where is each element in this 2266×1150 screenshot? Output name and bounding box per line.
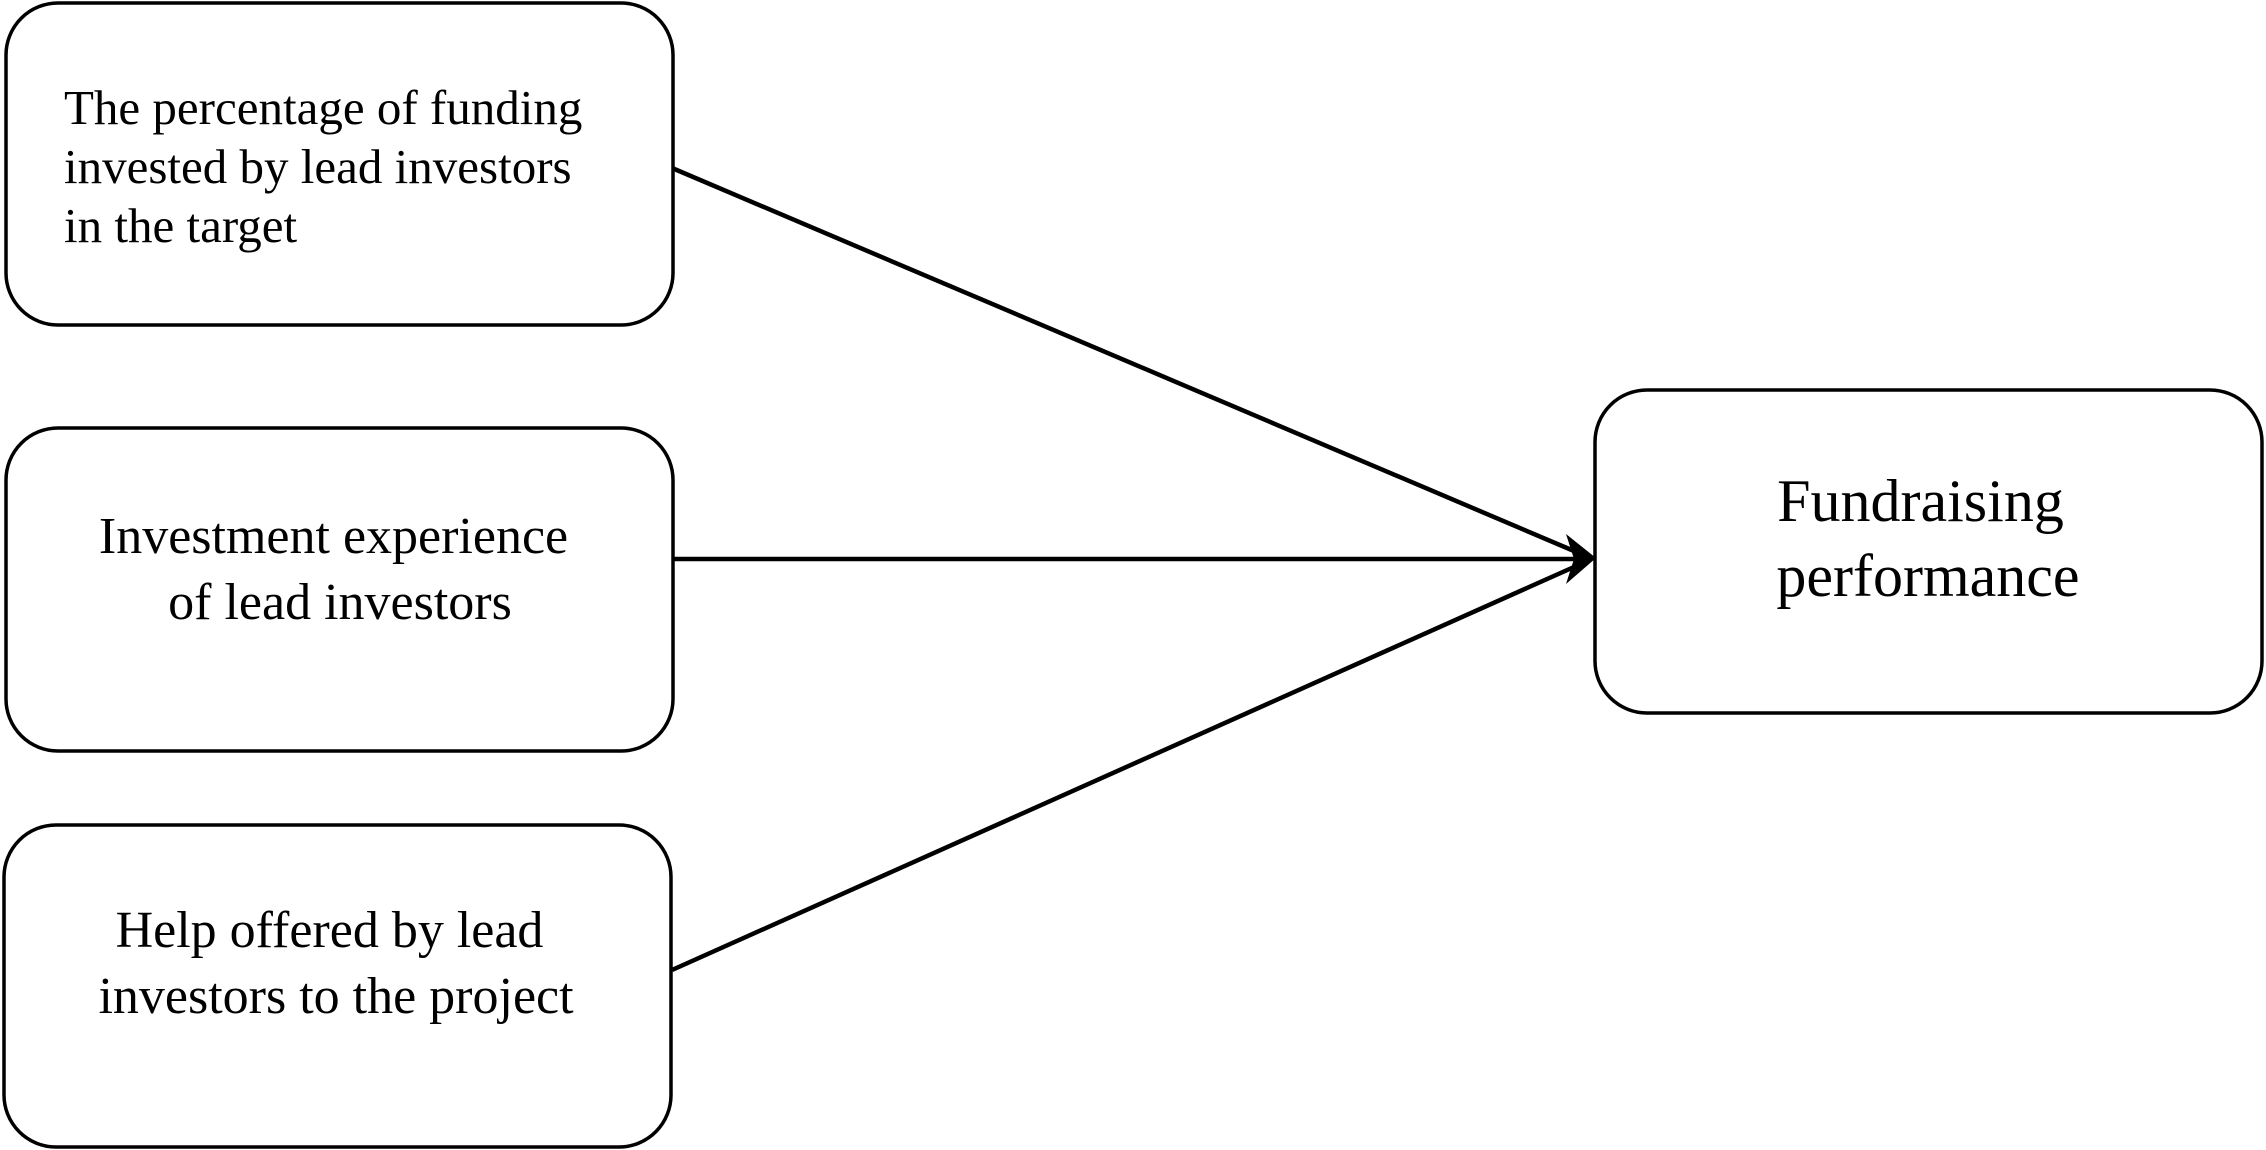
arrow-funding-to-performance — [671, 165, 1575, 554]
outcome-label-line: performance — [1776, 543, 2079, 609]
factor-label-line: invested by lead investors — [64, 139, 572, 194]
outcome-box-fundraising-performance: Fundraising performance — [1593, 388, 2264, 715]
factor-label-line: The percentage of funding — [64, 80, 582, 135]
factor-box-investment-experience: Investment experience of lead investors — [4, 426, 675, 753]
factor-label: Investment experience of lead investors — [99, 508, 581, 631]
factor-label-line: in the target — [64, 198, 298, 253]
factor-label-line: Investment experience — [99, 508, 568, 565]
factor-label: The percentage of funding invested by le… — [64, 80, 595, 253]
factor-label-line: investors to the project — [98, 968, 574, 1025]
factor-box-help-offered: Help offered by lead investors to the pr… — [2, 823, 673, 1149]
connectors — [671, 165, 1596, 973]
factor-box-funding-percentage: The percentage of funding invested by le… — [4, 1, 675, 327]
factor-label-line: Help offered by lead — [116, 902, 544, 959]
arrowhead-icon — [1566, 534, 1596, 584]
factor-label-line: of lead investors — [168, 574, 512, 631]
outcome-label-line: Fundraising — [1777, 468, 2064, 534]
outcome-label: Fundraising performance — [1776, 468, 2079, 609]
factor-label: Help offered by lead investors to the pr… — [98, 902, 574, 1025]
arrow-help-to-performance — [671, 564, 1575, 973]
